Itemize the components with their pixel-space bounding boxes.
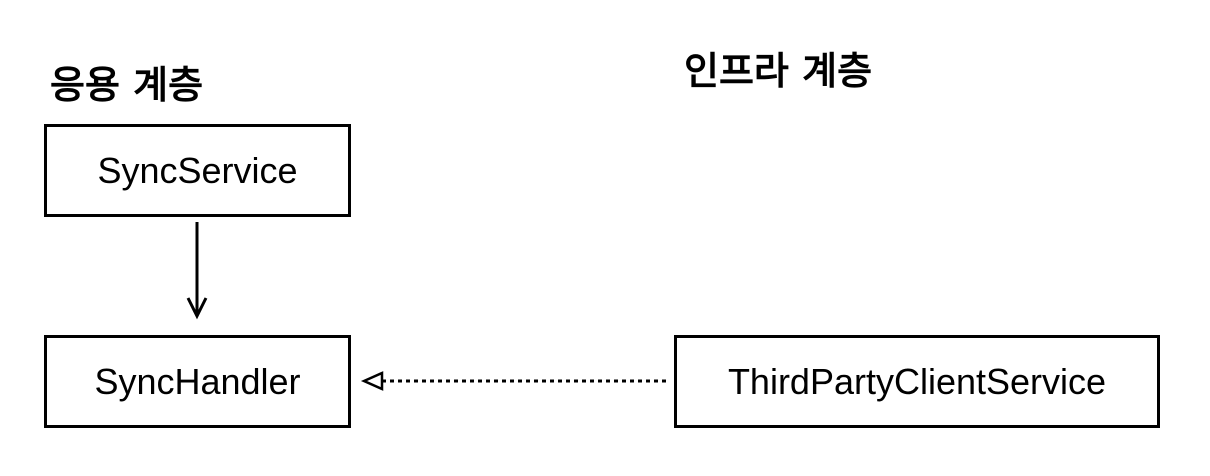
third-party-client-service-label: ThirdPartyClientService — [727, 360, 1107, 402]
sync-service-node: SyncService — [44, 124, 351, 217]
application-layer-title: 응용 계층 — [50, 63, 204, 107]
third-party-client-service-node: ThirdPartyClientService — [674, 335, 1160, 428]
dependency-arrowhead — [186, 297, 208, 320]
sync-handler-label: SyncHandler — [94, 360, 301, 402]
sync-handler-node: SyncHandler — [44, 335, 351, 428]
infrastructure-layer-title: 인프라 계층 — [684, 49, 873, 93]
dependency-arrow — [186, 222, 208, 320]
sync-service-label: SyncService — [97, 149, 298, 191]
realization-arrowhead — [360, 371, 384, 391]
realization-arrow — [360, 371, 666, 391]
